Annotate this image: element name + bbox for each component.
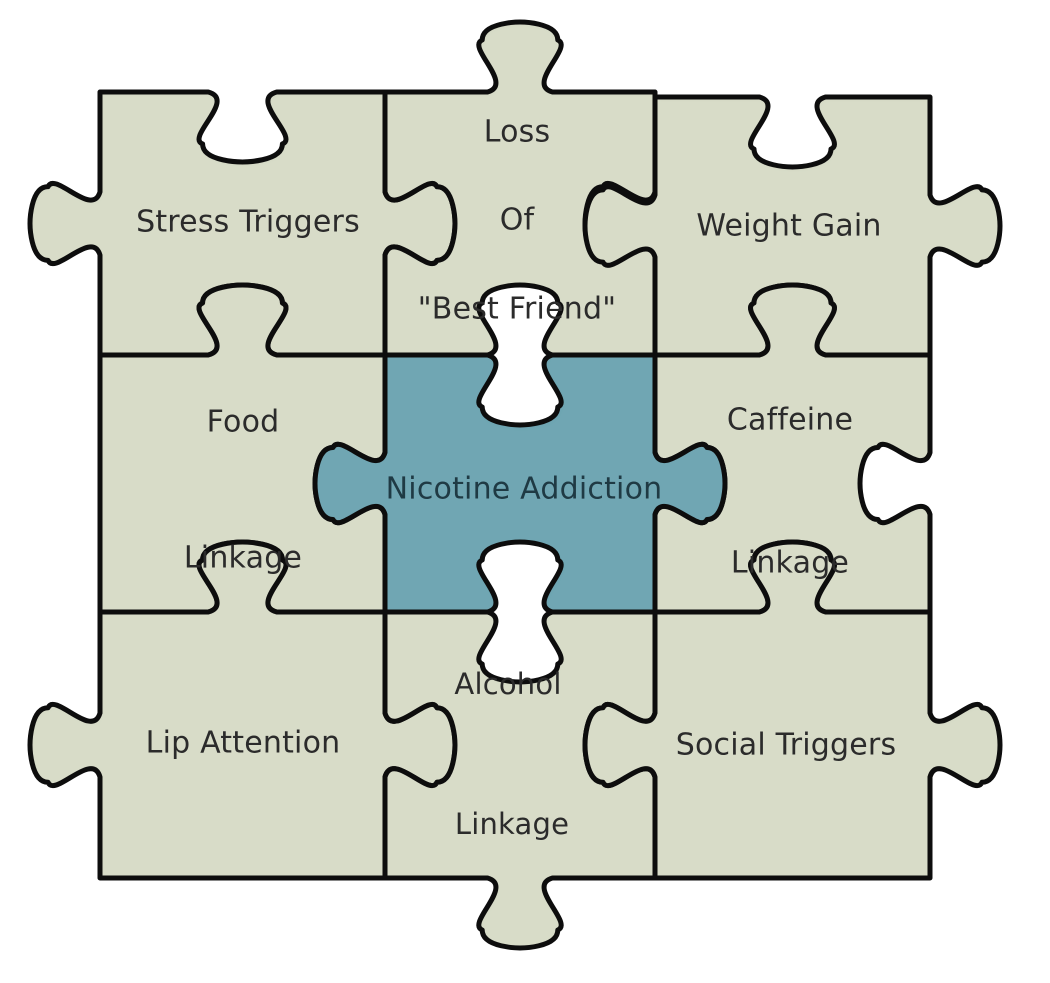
piece-bottom-right-label: Social Triggers (675, 727, 897, 763)
piece-middle-left-line1: Food (206, 404, 280, 440)
piece-bottom-left-label: Lip Attention (145, 725, 341, 761)
piece-bottom-right (582, 539, 1003, 881)
piece-top-right-label: Weight Gain (696, 208, 882, 244)
piece-middle-right-line1: Caffeine (726, 402, 854, 438)
piece-top-center-line1: Loss (483, 114, 551, 150)
piece-bottom-center-line2: Linkage (454, 807, 570, 841)
piece-center-label: Nicotine Addiction (385, 471, 663, 507)
piece-top-center-line2: Of (499, 202, 535, 238)
piece-middle-right-line2: Linkage (730, 545, 850, 581)
piece-top-center-line3: "Best Friend" (417, 291, 617, 327)
piece-bottom-center-line1: Alcohol (454, 667, 562, 701)
piece-top-left-label: Stress Triggers (136, 204, 360, 240)
piece-middle-left-line2: Linkage (183, 540, 303, 576)
piece-center (312, 352, 728, 615)
